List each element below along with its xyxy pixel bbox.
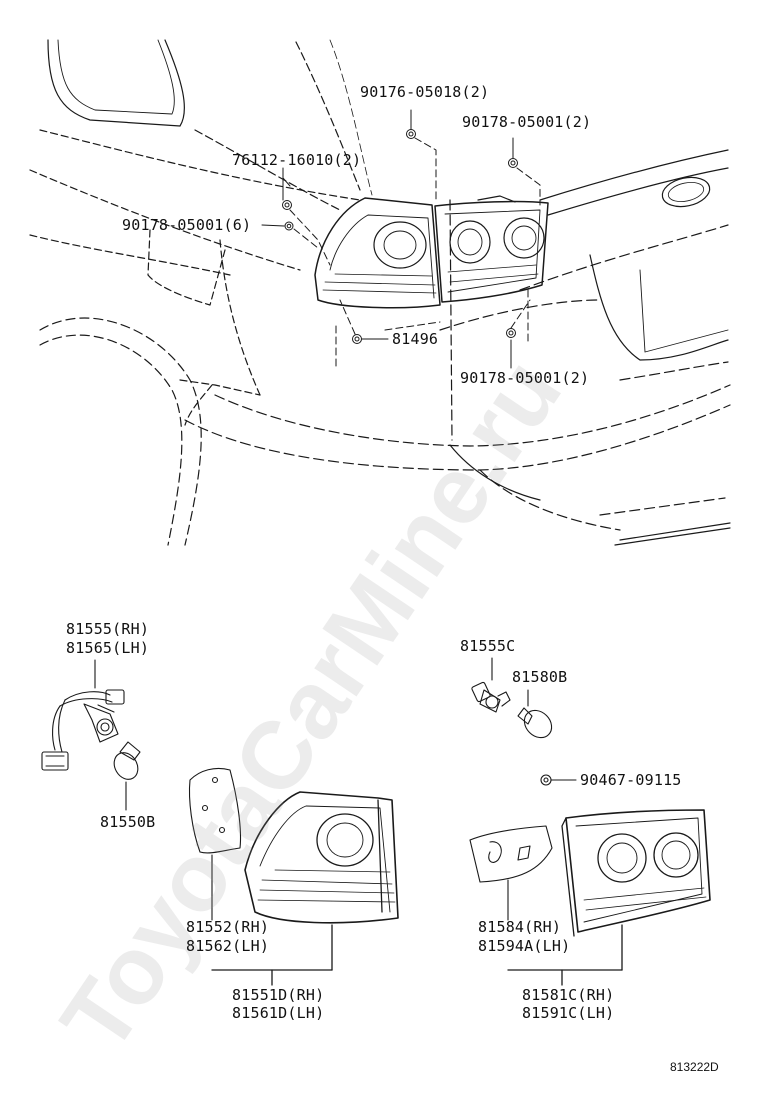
label-81580b[interactable]: 81580B [512, 668, 568, 686]
label-90467-09115[interactable]: 90467-09115 [580, 771, 682, 789]
label-81561d-lh[interactable]: 81561D(LH) [232, 1004, 325, 1022]
socket-wire-assembly [41, 659, 125, 771]
label-81594a-lh[interactable]: 81594A(LH) [478, 937, 571, 955]
bulb-81580b [517, 689, 553, 739]
socket-81555c [471, 657, 511, 713]
label-81584-rh[interactable]: 81584(RH) [478, 918, 562, 936]
gasket-81584 [469, 825, 553, 921]
installed-lamp-inner [434, 195, 549, 303]
vehicle-body-outline [29, 39, 731, 546]
label-81562-lh[interactable]: 81562(LH) [186, 937, 270, 955]
label-81555-rh[interactable]: 81555(RH) [66, 620, 150, 638]
installed-lamp-outer [314, 197, 441, 309]
label-81496[interactable]: 81496 [392, 330, 439, 348]
screw-90467 [540, 774, 577, 786]
label-90178-05001-top[interactable]: 90178-05001(2) [462, 113, 592, 131]
label-81550b[interactable]: 81550B [100, 813, 156, 831]
leader-lines-top [261, 109, 541, 371]
label-81552-rh[interactable]: 81552(RH) [186, 918, 270, 936]
label-90178-05001-bottom[interactable]: 90178-05001(2) [460, 369, 590, 387]
label-81591c-lh[interactable]: 81591C(LH) [522, 1004, 615, 1022]
label-81565-lh[interactable]: 81565(LH) [66, 639, 150, 657]
label-81551d-rh[interactable]: 81551D(RH) [232, 986, 325, 1004]
label-76112-16010[interactable]: 76112-16010(2) [232, 151, 362, 169]
lens-81551d [211, 791, 399, 986]
diagram-code: 813222D [670, 1060, 719, 1074]
label-90176-05018[interactable]: 90176-05018(2) [360, 83, 490, 101]
gasket-81552 [188, 767, 242, 921]
label-90178-05001-left[interactable]: 90178-05001(6) [122, 216, 252, 234]
bulb-81550b [113, 741, 141, 811]
label-81555c[interactable]: 81555C [460, 637, 516, 655]
label-81581c-rh[interactable]: 81581C(RH) [522, 986, 615, 1004]
lens-81581c [507, 809, 711, 986]
